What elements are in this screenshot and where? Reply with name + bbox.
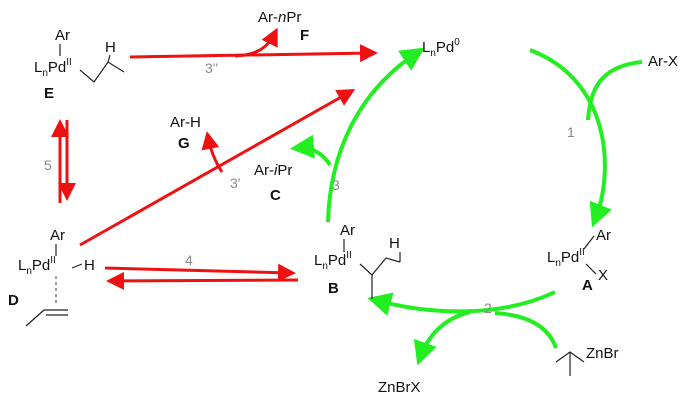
- G-compound-label: G: [178, 135, 190, 152]
- compound-E: Ar LnPdII H E: [34, 27, 125, 102]
- ZnBrX-label: ZnBrX: [378, 379, 421, 396]
- step-4-label: 4: [185, 252, 193, 268]
- F-ArPr-text: Ar-nPr: [258, 9, 301, 26]
- D-Ar-label: Ar: [50, 227, 65, 244]
- B-compound-label: B: [328, 280, 339, 297]
- step-1-label: 1: [567, 124, 575, 140]
- compound-A: Ar LnPdII X A: [547, 227, 611, 294]
- compound-C: Ar-iPr C: [254, 162, 292, 204]
- G-ArH-label: Ar-H: [170, 114, 201, 131]
- step-3-double-prime-label: 3'': [205, 60, 218, 76]
- green-arrow-ArX-feed: [586, 60, 643, 121]
- E-H-label: H: [105, 39, 116, 56]
- step-2-label: 2: [484, 300, 492, 316]
- red-equilibrium-4-left: [106, 271, 299, 290]
- step-3-prime-label: 3': [230, 175, 240, 191]
- compound-LnPd0: LnPd0: [422, 37, 460, 59]
- B-Ar-label: Ar: [340, 222, 355, 239]
- B-LnPdII-text: LnPdII: [314, 250, 352, 272]
- E-LnPdII-text: LnPdII: [34, 57, 72, 79]
- E-Ar-label: Ar: [55, 27, 70, 44]
- A-Ar-label: Ar: [596, 227, 611, 244]
- red-arrow-F-out: [234, 27, 278, 58]
- A-compound-label: A: [582, 277, 593, 294]
- green-arrow-LnPd0-to-A: [529, 48, 613, 228]
- red-arrow-G-out: [201, 131, 224, 173]
- LnPd0-text: LnPd0: [422, 37, 460, 59]
- green-arrow-B-to-LnPd0: [326, 47, 425, 223]
- D-H-label: H: [84, 257, 95, 274]
- green-arrow-ZnBrX-out: [413, 310, 471, 366]
- D-compound-label: D: [8, 292, 19, 309]
- red-arrow-D-to-LnPd0: [79, 89, 356, 247]
- C-ArPr-text: Ar-iPr: [254, 162, 292, 179]
- A-LnPdII-text: LnPdII: [547, 247, 585, 269]
- green-arrow-ZnBr-feed-in: [494, 311, 558, 349]
- red-equilibrium-4-right: [104, 263, 296, 282]
- A-X-label: X: [598, 267, 608, 284]
- compound-D: Ar LnPdII H D: [8, 227, 95, 327]
- B-H-label: H: [389, 235, 400, 252]
- isopropyl-zinc-bromide: ZnBr: [555, 345, 619, 376]
- ZnBr-label: ZnBr: [586, 345, 619, 362]
- ArX-label: Ar-X: [648, 53, 678, 70]
- F-compound-label: F: [300, 27, 309, 44]
- step-5-label: 5: [44, 157, 52, 173]
- green-arrow-A-to-B: [367, 290, 556, 316]
- step-3-label: 3: [332, 177, 340, 193]
- compound-B: Ar LnPdII H B: [314, 222, 401, 299]
- C-compound-label: C: [270, 187, 281, 204]
- green-arrow-C-out: [290, 134, 332, 167]
- D-LnPdII-text: LnPdII: [18, 255, 56, 277]
- E-compound-label: E: [44, 85, 54, 102]
